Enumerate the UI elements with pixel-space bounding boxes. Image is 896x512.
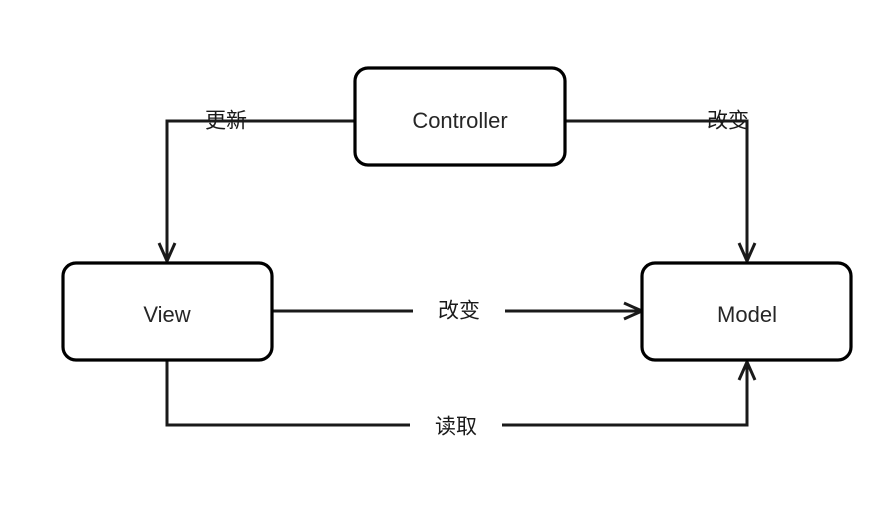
edge-controller-to-view-arrowhead <box>157 242 177 265</box>
edge-view-reads-model <box>165 358 757 427</box>
edge-controller-to-model-line <box>565 119 749 259</box>
node-controller-label: Controller <box>412 108 507 133</box>
edge-controller-to-model <box>565 119 757 265</box>
node-view[interactable]: View <box>61 261 274 362</box>
edge-controller-to-view <box>157 119 355 265</box>
node-model[interactable]: Model <box>640 261 853 362</box>
edge-controller-to-model-arrowhead <box>737 242 757 265</box>
node-controller[interactable]: Controller <box>353 66 567 167</box>
edge-controller-to-view-line <box>165 119 355 259</box>
edge-view-reads-model-arrowhead <box>737 358 757 381</box>
node-controller-box[interactable] <box>353 66 567 167</box>
node-view-label: View <box>143 302 190 327</box>
edge-view-reads-model-line-right <box>502 364 749 427</box>
node-model-label: Model <box>717 302 777 327</box>
edge-label-read: 读取 <box>435 416 477 439</box>
edge-label-update: 更新 <box>205 110 247 133</box>
edge-view-reads-model-line-left <box>165 360 410 427</box>
node-view-box[interactable] <box>61 261 274 362</box>
node-model-box[interactable] <box>640 261 853 362</box>
edge-label-change-mid: 改变 <box>438 300 480 323</box>
edge-label-change-top: 改变 <box>707 110 749 133</box>
